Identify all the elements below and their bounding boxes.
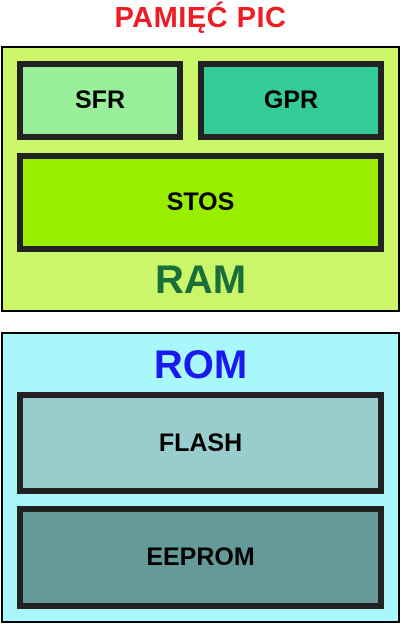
gpr-block: GPR [198,61,384,140]
eeprom-label: EEPROM [146,543,255,571]
sfr-block: SFR [17,61,183,140]
diagram-title: PAMIĘĆ PIC [114,2,287,34]
ram-panel: SFR GPR STOS RAM [1,46,400,312]
sfr-label: SFR [75,86,125,114]
stos-label: STOS [166,188,235,216]
flash-label: FLASH [158,428,243,457]
stos-block: STOS [17,153,384,252]
rom-label: ROM [153,343,248,387]
eeprom-block: EEPROM [17,506,384,609]
gpr-label: GPR [263,86,319,114]
ram-label: RAM [154,258,247,302]
rom-panel: ROM FLASH EEPROM [1,332,400,623]
flash-block: FLASH [17,392,384,494]
